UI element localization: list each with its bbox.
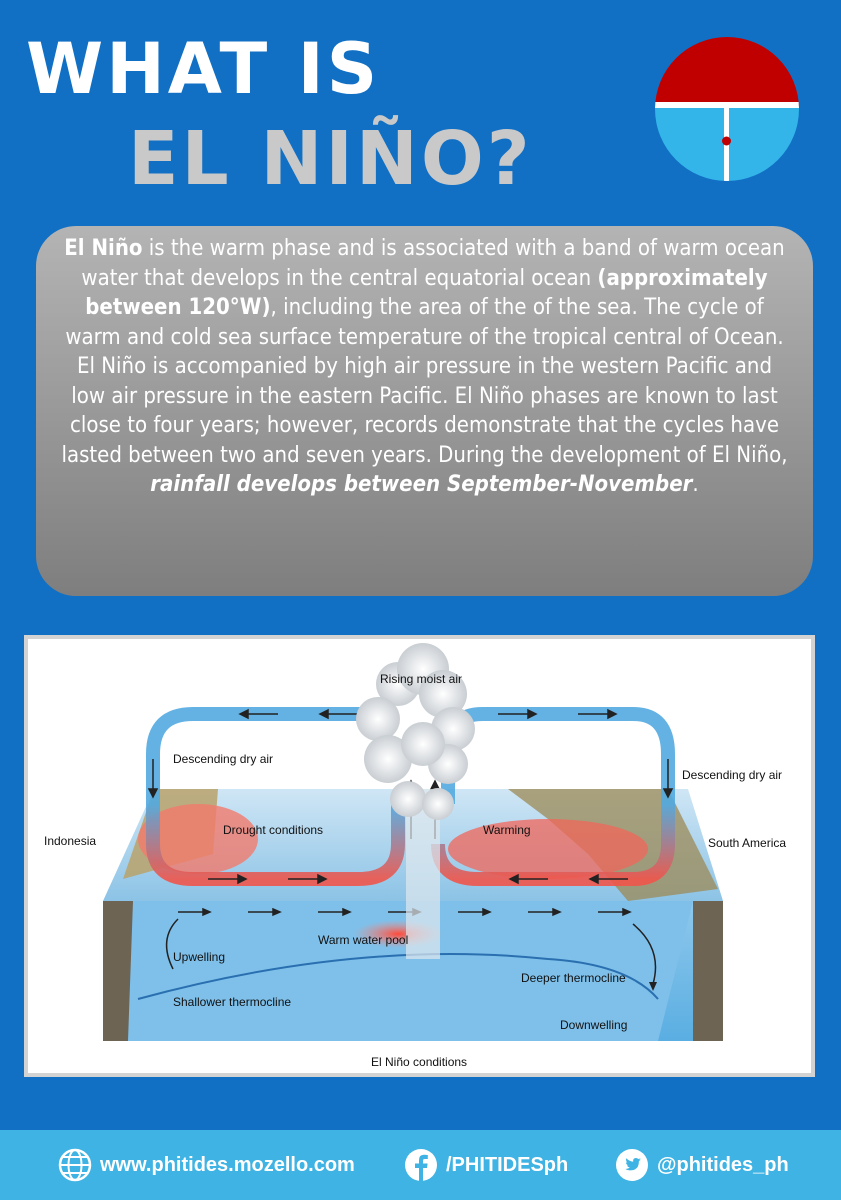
diagram-caption: El Niño conditions [371,1055,467,1069]
longitude-range: (approximately between 120°W) [85,265,768,321]
globe-icon [58,1148,92,1182]
label-warming: Warming [483,823,531,837]
label-south-america: South America [708,836,786,850]
definition-text: El Niño is the warm phase and is associa… [60,234,789,500]
label-upwelling: Upwelling [173,950,225,964]
label-descending-dry-air-left: Descending dry air [173,752,273,766]
label-indonesia: Indonesia [44,834,96,848]
drought-zone [138,804,258,874]
phitides-logo [655,37,799,181]
definition-part-1: is the warm phase and is associated with… [81,236,785,291]
term-el-nino: El Niño [64,236,143,261]
label-shallower-thermocline: Shallower thermocline [173,995,291,1009]
definition-part-2: , including the area of the of the sea. … [61,295,788,468]
twitter-text: @phitides_ph [657,1153,789,1176]
facebook-text: /PHITIDESph [446,1153,569,1176]
twitter-icon [616,1149,648,1181]
label-descending-dry-air-right: Descending dry air [682,768,782,782]
label-drought-conditions: Drought conditions [223,823,323,837]
el-nino-diagram: Rising moist air Descending dry air Desc… [24,635,815,1077]
label-rising-moist-air: Rising moist air [380,672,462,686]
website-link[interactable]: www.phitides.mozello.com [58,1148,355,1182]
left-circulation-loop [146,707,405,886]
rainfall-emphasis: rainfall develops between September-Nove… [150,472,693,497]
website-text: www.phitides.mozello.com [100,1153,355,1176]
facebook-link[interactable]: /PHITIDESph [404,1148,568,1182]
facebook-icon [405,1149,437,1181]
cloud-column [356,643,475,959]
diagram-illustration: Rising moist air Descending dry air Desc… [28,639,811,1073]
twitter-link[interactable]: @phitides_ph [615,1148,789,1182]
thermocline [137,953,659,1000]
label-downwelling: Downwelling [560,1018,627,1032]
warming-zone [448,819,648,879]
title-line-1: WHAT IS [26,28,381,110]
label-deeper-thermocline: Deeper thermocline [521,971,626,985]
title-line-2: EL NIÑO? [128,116,533,202]
definition-box: El Niño is the warm phase and is associa… [36,226,813,596]
footer-bar: www.phitides.mozello.com /PHITIDESph @ph… [0,1130,841,1200]
definition-end: . [692,472,699,497]
label-warm-water-pool: Warm water pool [318,933,408,947]
